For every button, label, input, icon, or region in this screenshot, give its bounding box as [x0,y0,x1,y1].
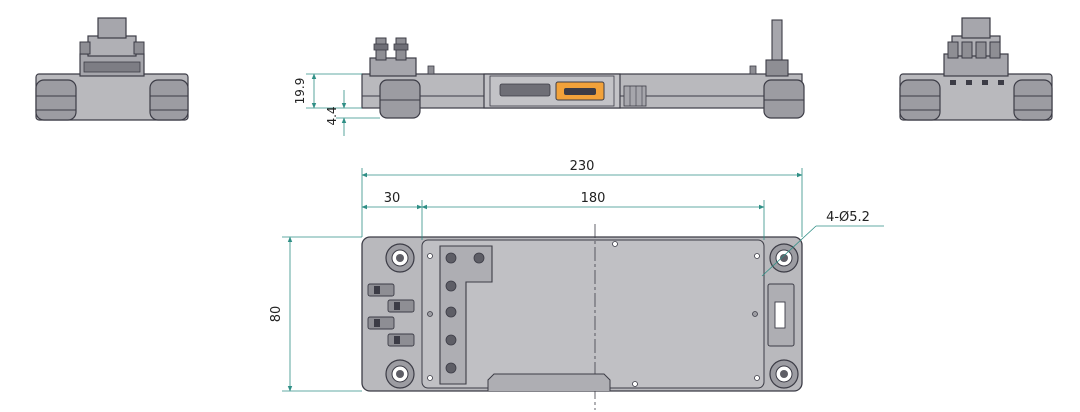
mount-hole-top-right [769,243,799,273]
dim-mount-offset: 30 [384,191,401,206]
mount-hole-top-left [385,243,415,273]
top-plan-view [361,224,803,410]
mount-hole-bottom-right [769,359,799,389]
hole-callout: 4-Ø5.2 [826,210,870,225]
dimension-lines [282,73,884,392]
left-side-view [35,17,189,121]
mount-hole-bottom-left [385,359,415,389]
front-elevation-view [361,19,805,119]
right-side-view [899,17,1053,121]
dim-width: 80 [269,306,284,323]
dim-overall-length: 230 [570,159,595,174]
dim-height: 19.9 [293,78,307,105]
dim-base-thickness: 4.4 [325,106,339,125]
dim-hole-spacing: 180 [581,191,606,206]
dimension-labels: 230 30 180 80 19.9 4.4 4-Ø5.2 [269,78,870,323]
